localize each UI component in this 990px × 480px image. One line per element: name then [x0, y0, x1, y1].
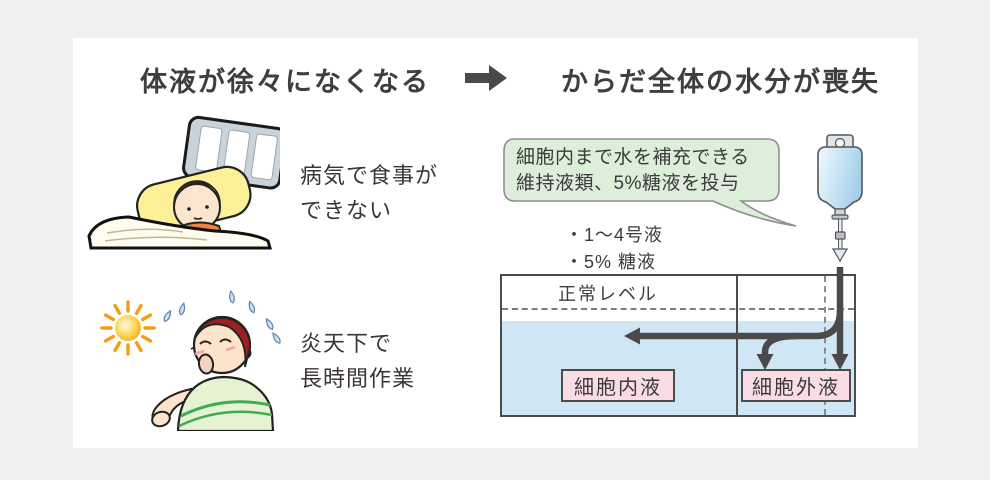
- shirt-stripe-1: [180, 400, 271, 418]
- patient-mouth: [193, 217, 203, 220]
- hair: [193, 317, 251, 368]
- blush-marks: [194, 345, 236, 356]
- left-title: 体液が徐々になくなる: [140, 67, 430, 97]
- bullet-item-2: ・5% 糖液: [565, 252, 657, 272]
- cause-1-line-2: できない: [300, 198, 393, 223]
- cause-2-label: 炎天下で 長時間作業: [300, 326, 415, 396]
- right-title: からだ全体の水分が喪失: [561, 67, 880, 97]
- extracellular-fluid-label: 細胞外液: [741, 369, 851, 402]
- speech-bubble-line-1: 細胞内まで水を補充できる: [516, 147, 750, 168]
- closed-eyes: [199, 338, 232, 345]
- cause-2-line-2: 長時間作業: [300, 366, 416, 391]
- normal-level-label: 正常レベル: [558, 284, 658, 304]
- compartment-divider: [736, 276, 738, 415]
- nose: [190, 346, 196, 350]
- iv-drip-bag-icon: [817, 134, 863, 263]
- solution-bullets: ・1〜4号液 ・5% 糖液: [565, 222, 663, 276]
- cause-1-label: 病気で食事が できない: [300, 158, 438, 228]
- diagram-card: 体液が徐々になくなる からだ全体の水分が喪失 病気で食事が できない: [73, 38, 918, 448]
- cause-1-line-1: 病気で食事が: [300, 163, 439, 188]
- patient-hair: [173, 180, 221, 206]
- sick-person-in-bed-illustration: [87, 115, 280, 250]
- normal-level-dashed-line: [502, 308, 854, 310]
- shirt-stripe-2: [178, 410, 273, 428]
- cause-2-line-1: 炎天下で: [300, 331, 393, 356]
- patient-eye-left: [187, 207, 191, 211]
- sun-icon: [100, 300, 156, 356]
- speech-bubble-line-2: 維持液類、5%糖液を投与: [516, 173, 740, 194]
- speech-bubble-text: 細胞内まで水を補充できる 維持液類、5%糖液を投与: [516, 145, 750, 197]
- blanket-folds: [104, 228, 208, 242]
- patient-eye-right: [205, 205, 209, 209]
- blanket: [87, 215, 272, 250]
- hand: [151, 410, 171, 428]
- right-arrow-icon: [465, 65, 507, 91]
- body-fluid-tank: 正常レベル 細胞内液 細胞外液: [500, 274, 856, 417]
- sweat-drops-icon: [163, 289, 281, 344]
- speech-bubble: 細胞内まで水を補充できる 維持液類、5%糖液を投与: [503, 138, 803, 233]
- speech-bubble-shape: [503, 138, 797, 227]
- open-mouth: [197, 353, 215, 375]
- infusion-dashed-line: [824, 276, 826, 415]
- sweating-person-under-sun-illustration: [100, 289, 281, 431]
- intracellular-fluid-label: 細胞内液: [561, 369, 675, 402]
- bullet-item-1: ・1〜4号液: [565, 225, 664, 245]
